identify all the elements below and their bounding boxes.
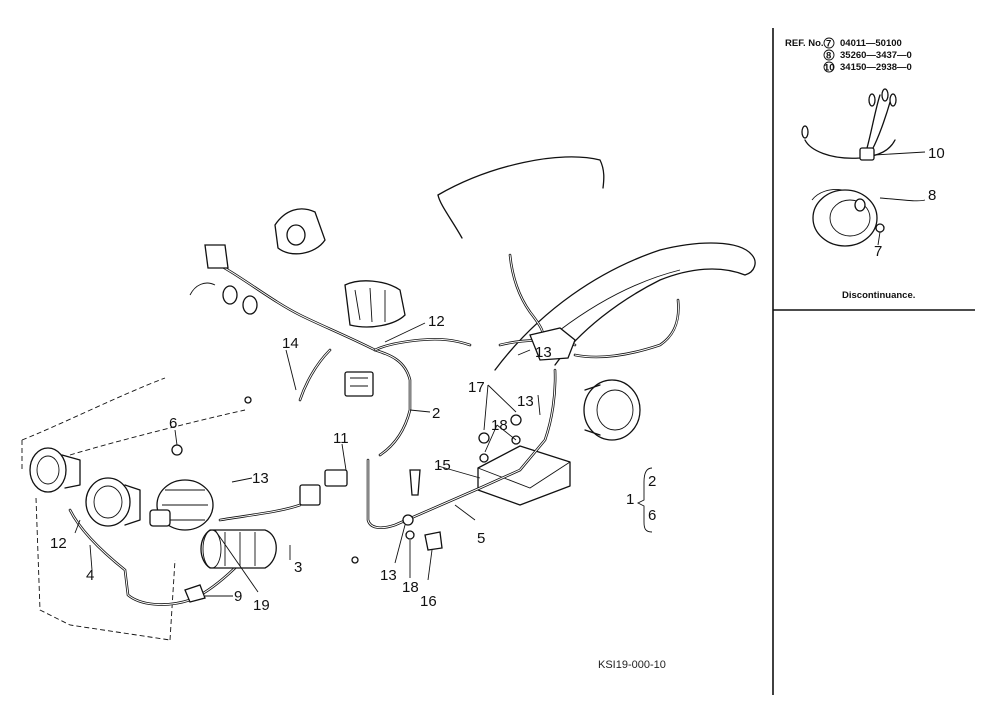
callouts: 12 2 14 6 13 12 4 9 19 3 11 15 5 17 18 1… [50, 313, 656, 614]
callout-13-rear: 13 [517, 393, 534, 410]
inset-drawing [801, 88, 926, 247]
callout-18-bottom: 18 [402, 579, 419, 596]
connector-11 [299, 469, 348, 506]
leader-lines [74, 322, 541, 597]
callout-19: 19 [253, 597, 270, 614]
callout-1: 1 [626, 491, 634, 508]
bulb-lamps-left [189, 244, 258, 315]
callout-4: 4 [86, 567, 94, 584]
ref-mark-10: 10 [824, 63, 835, 74]
clamps [171, 396, 522, 603]
alternator [149, 479, 214, 531]
ref-part-10: 34150—2938—0 [840, 62, 912, 73]
drawing-code: KSI19-000-10 [598, 659, 666, 671]
headlight-left [29, 447, 81, 493]
callout-13-bottom: 13 [380, 567, 397, 584]
callout-2: 2 [432, 405, 440, 422]
callout-15: 15 [434, 457, 451, 474]
callout-17: 17 [468, 379, 485, 396]
hood-outline [437, 156, 605, 239]
fender-harness [498, 253, 680, 359]
callout-12-left: 12 [50, 535, 67, 552]
rear-light [583, 379, 641, 441]
key-switch [274, 208, 326, 255]
harness-5-rear [366, 368, 557, 530]
callout-5: 5 [477, 530, 485, 547]
callout-3: 3 [294, 559, 302, 576]
callout-13-fuel: 13 [535, 344, 552, 361]
starter-motor [200, 529, 277, 569]
callout-1-range-6: 6 [648, 507, 656, 524]
ref-mark-8: 8 [826, 51, 831, 62]
sensor-15 [409, 469, 421, 496]
callout-6: 6 [169, 415, 177, 432]
inset-callout-8: 8 [928, 187, 936, 204]
inset-callout-10: 10 [928, 145, 945, 162]
oil-switch-16 [424, 531, 443, 551]
instrument-panel [344, 280, 406, 328]
callout-13-alt: 13 [252, 470, 269, 487]
callout-9: 9 [234, 588, 242, 605]
ref-part-7: 04011—50100 [840, 38, 902, 49]
callout-1-range-2: 2 [648, 473, 656, 490]
inset-ref-list: REF. No. 7 04011—50100 8 35260—3437—0 10… [785, 37, 912, 74]
callout-14: 14 [282, 335, 299, 352]
callout-18-top: 18 [491, 417, 508, 434]
inset-caption: Discontinuance. [842, 290, 915, 301]
engine-block-outline [21, 377, 246, 641]
ref-part-8: 35260—3437—0 [840, 50, 912, 61]
callout-16: 16 [420, 593, 437, 610]
ref-mark-7: 7 [826, 39, 831, 50]
inset-callout-7: 7 [874, 243, 882, 260]
fender-outline [494, 242, 756, 371]
battery-box [477, 445, 571, 506]
assembly-bracket [636, 467, 653, 533]
callout-11: 11 [333, 430, 349, 447]
relay-box [344, 371, 374, 397]
harness-3-starter [218, 488, 317, 522]
ref-label: REF. No. [785, 38, 824, 49]
fuel-sender [529, 327, 576, 361]
callout-12-top: 12 [428, 313, 445, 330]
main-harness [208, 258, 472, 457]
headlight-right [85, 477, 141, 527]
harness-4-front [68, 508, 262, 606]
